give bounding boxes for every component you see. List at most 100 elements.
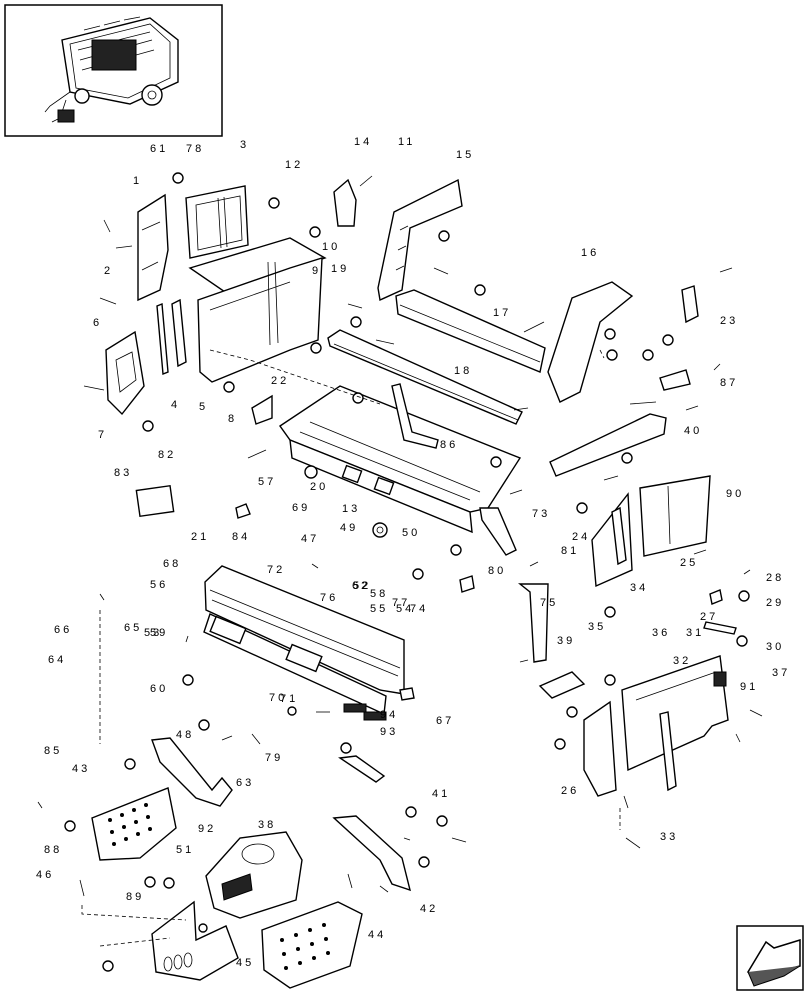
callout-42: 42 bbox=[420, 903, 438, 915]
callout-30: 30 bbox=[766, 641, 784, 653]
callout-68: 68 bbox=[163, 558, 181, 570]
callout-53: 53 bbox=[144, 627, 162, 639]
locator-inset bbox=[4, 4, 223, 137]
callout-10: 10 bbox=[322, 241, 340, 253]
callout-72: 72 bbox=[267, 564, 285, 576]
callout-48: 48 bbox=[176, 729, 194, 741]
callout-75: 75 bbox=[540, 597, 558, 609]
callout-31: 31 bbox=[686, 627, 704, 639]
callout-85: 85 bbox=[44, 745, 62, 757]
perforations-43 bbox=[108, 803, 152, 846]
callout-25: 25 bbox=[680, 557, 698, 569]
callout-13: 13 bbox=[342, 503, 360, 515]
callout-1: 1 bbox=[133, 175, 142, 187]
callout-50: 50 bbox=[402, 527, 420, 539]
callout-80: 80 bbox=[488, 565, 506, 577]
callout-20: 20 bbox=[310, 481, 328, 493]
callout-5: 5 bbox=[199, 401, 208, 413]
previous-page-nav[interactable] bbox=[736, 925, 804, 991]
callout-19: 19 bbox=[331, 263, 349, 275]
callout-60: 60 bbox=[150, 683, 168, 695]
callout-23: 23 bbox=[720, 315, 738, 327]
callout-73: 73 bbox=[532, 508, 550, 520]
callout-56: 56 bbox=[150, 579, 168, 591]
callout-37: 37 bbox=[772, 667, 790, 679]
callout-32: 32 bbox=[673, 655, 691, 667]
callout-12: 12 bbox=[285, 159, 303, 171]
callout-8: 8 bbox=[228, 413, 237, 425]
callout-77: 77 bbox=[392, 597, 410, 609]
callout-71: 71 bbox=[280, 693, 298, 705]
callout-36: 36 bbox=[652, 627, 670, 639]
callout-34: 34 bbox=[630, 582, 648, 594]
callout-64: 64 bbox=[48, 654, 66, 666]
callout-43: 43 bbox=[72, 763, 90, 775]
callout-86: 86 bbox=[440, 439, 458, 451]
callout-41: 41 bbox=[432, 788, 450, 800]
callout-49: 49 bbox=[340, 522, 358, 534]
callout-33: 33 bbox=[660, 831, 678, 843]
callout-51: 51 bbox=[176, 844, 194, 856]
callout-87: 87 bbox=[720, 377, 738, 389]
callout-93: 93 bbox=[380, 726, 398, 738]
callout-15: 15 bbox=[456, 149, 474, 161]
callout-74: 74 bbox=[410, 603, 428, 615]
callout-21: 21 bbox=[191, 531, 209, 543]
callout-52: 52 bbox=[353, 580, 371, 592]
callout-35: 35 bbox=[588, 621, 606, 633]
callout-66: 66 bbox=[54, 624, 72, 636]
callout-76: 76 bbox=[320, 592, 338, 604]
callout-69: 69 bbox=[292, 502, 310, 514]
callout-11: 11 bbox=[398, 136, 415, 148]
callout-88: 88 bbox=[44, 844, 62, 856]
callout-22: 22 bbox=[271, 375, 289, 387]
callout-18: 18 bbox=[454, 365, 472, 377]
arrow-down-left-icon[interactable] bbox=[746, 938, 801, 987]
callout-7: 7 bbox=[98, 429, 107, 441]
hardware-nuts bbox=[64, 172, 750, 972]
callout-16: 16 bbox=[581, 247, 599, 259]
parts-artwork bbox=[37, 172, 763, 989]
callout-61: 61 bbox=[150, 143, 168, 155]
callout-17: 17 bbox=[493, 307, 511, 319]
callout-24: 24 bbox=[572, 531, 590, 543]
callout-79: 79 bbox=[265, 752, 283, 764]
callout-94: 94 bbox=[380, 709, 398, 721]
callout-14: 14 bbox=[354, 136, 372, 148]
callout-4: 4 bbox=[171, 399, 180, 411]
callout-67: 67 bbox=[436, 715, 454, 727]
callout-58: 58 bbox=[370, 588, 388, 600]
callout-92: 92 bbox=[198, 823, 216, 835]
callout-65: 65 bbox=[124, 622, 142, 634]
callout-26: 26 bbox=[561, 785, 579, 797]
hardware-bolts bbox=[37, 175, 763, 897]
baler-thumbnail-icon bbox=[44, 16, 179, 123]
callout-83: 83 bbox=[114, 467, 132, 479]
callout-40: 40 bbox=[684, 425, 702, 437]
callout-45: 45 bbox=[236, 957, 254, 969]
callout-84: 84 bbox=[232, 531, 250, 543]
callout-90: 90 bbox=[726, 488, 744, 500]
perforations-44 bbox=[280, 923, 330, 970]
callout-81: 81 bbox=[561, 545, 579, 557]
callout-44: 44 bbox=[368, 929, 386, 941]
callout-59: 59 bbox=[150, 627, 168, 639]
callout-27: 27 bbox=[700, 611, 718, 623]
callout-47: 47 bbox=[301, 533, 319, 545]
callout-63: 63 bbox=[236, 777, 254, 789]
callout-9: 9 bbox=[312, 265, 321, 277]
callout-89: 89 bbox=[126, 891, 144, 903]
callout-labels: 1 2 3 4 5 6 7 8 9 10 11 12 13 14 15 16 1… bbox=[36, 136, 790, 969]
callout-57: 57 bbox=[258, 476, 276, 488]
callout-54: 54 bbox=[396, 603, 414, 615]
callout-91: 91 bbox=[740, 681, 758, 693]
callout-55: 55 bbox=[370, 603, 388, 615]
callout-70: 70 bbox=[269, 692, 287, 704]
callout-39: 39 bbox=[557, 635, 575, 647]
callout-3: 3 bbox=[240, 139, 249, 151]
callout-78: 78 bbox=[186, 143, 204, 155]
callout-28: 28 bbox=[766, 572, 784, 584]
callout-62: 62 bbox=[352, 580, 370, 592]
callout-38: 38 bbox=[258, 819, 276, 831]
